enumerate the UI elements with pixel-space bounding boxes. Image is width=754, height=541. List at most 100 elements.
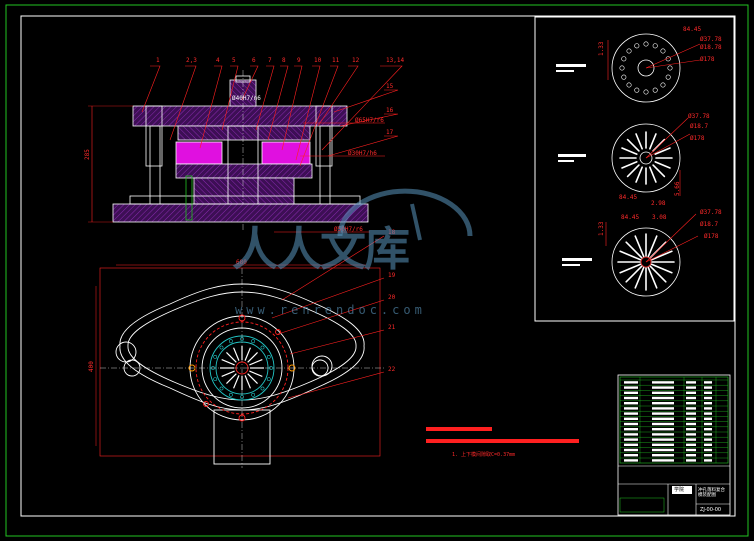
callout-18: 18 bbox=[388, 229, 396, 236]
outer-frame bbox=[5, 4, 749, 537]
tb-cell-text bbox=[704, 396, 712, 400]
tb-cell-text bbox=[652, 443, 674, 446]
tb-cell-text bbox=[704, 402, 712, 405]
tb-cell-text bbox=[704, 428, 712, 431]
inner-frame bbox=[20, 15, 736, 517]
tb-cell-text bbox=[624, 412, 638, 415]
plan-hole bbox=[269, 366, 273, 370]
callout-10: 10 bbox=[314, 57, 322, 64]
tb-cell-text bbox=[704, 412, 712, 415]
tb-cell-text bbox=[652, 402, 674, 405]
callout-1: 1 bbox=[156, 57, 160, 64]
tb-cell-text bbox=[652, 386, 674, 389]
callout-15: 15 bbox=[386, 83, 394, 90]
tb-cell-text bbox=[686, 381, 696, 384]
tb-title: 冲孔落料复合模装配图 bbox=[698, 488, 725, 498]
tb-cell-text bbox=[704, 386, 712, 389]
detail-hole bbox=[643, 89, 649, 95]
callout-4: 4 bbox=[216, 57, 220, 64]
tb-cell-text bbox=[652, 417, 674, 420]
plan-hole bbox=[260, 386, 265, 391]
tb-cell-text bbox=[704, 417, 712, 420]
tb-drawing-no: ZJ-00-00 bbox=[700, 507, 722, 513]
callout-9: 9 bbox=[297, 57, 301, 64]
detail-slot bbox=[654, 147, 671, 155]
detail-slot bbox=[654, 161, 671, 169]
callout-leaders bbox=[141, 65, 403, 233]
tb-cell-text bbox=[652, 412, 674, 415]
tb-cell-text bbox=[704, 391, 712, 394]
tb-cell-text bbox=[624, 433, 638, 436]
tb-company: 学院 bbox=[674, 487, 685, 493]
plan-slot bbox=[221, 370, 235, 377]
dim-height: 285 bbox=[84, 149, 91, 160]
callout-2-3: 2,3 bbox=[186, 57, 197, 64]
tb-cell-text bbox=[686, 386, 696, 389]
tb-cell-text bbox=[686, 454, 696, 457]
plan-slot bbox=[233, 375, 240, 389]
detail-holes bbox=[617, 41, 675, 291]
tech-note: 1. 上下模间隙取C=0.37mm bbox=[452, 452, 516, 458]
callout-17: 17 bbox=[386, 129, 394, 136]
plan-slot bbox=[247, 373, 258, 384]
detail2-dim-5: 5.66 bbox=[674, 181, 681, 196]
detail1-dim-2: Ø18.78 bbox=[700, 44, 722, 51]
plan-hole bbox=[240, 337, 244, 341]
detail-hole bbox=[634, 87, 640, 93]
detail2-dim-1: Ø18.7 bbox=[690, 123, 709, 130]
tb-cell-text bbox=[686, 433, 696, 436]
tb-cell-text bbox=[686, 407, 696, 410]
plan-slot bbox=[244, 347, 251, 361]
detail3-dim-0: 84.45 bbox=[621, 214, 640, 221]
tb-cell-text bbox=[652, 391, 674, 394]
detail-slot bbox=[652, 164, 666, 178]
detail-slot bbox=[619, 250, 642, 261]
tb-cell-text bbox=[652, 381, 674, 384]
plan-hole-ring bbox=[211, 337, 273, 399]
detail3-dim-5: 1.33 bbox=[598, 221, 605, 236]
tb-cell-text bbox=[686, 417, 696, 420]
callout-19: 19 bbox=[388, 272, 396, 279]
tb-cell-text bbox=[704, 459, 712, 462]
callout-13-14: 13,14 bbox=[386, 57, 405, 64]
tb-cell-text bbox=[686, 448, 696, 452]
plan-slot bbox=[226, 352, 237, 363]
callout-16: 16 bbox=[386, 107, 394, 114]
tb-cell-text bbox=[624, 386, 638, 389]
plan-hole bbox=[266, 377, 271, 381]
tb-cell-text bbox=[624, 438, 638, 441]
detail-slot bbox=[649, 133, 657, 150]
tb-cell-text bbox=[624, 448, 638, 452]
dim-top-hole: Ø65H7/r6 bbox=[355, 117, 384, 124]
detail-slot bbox=[625, 265, 643, 283]
tb-cell-text bbox=[704, 407, 712, 410]
detail-hole bbox=[652, 43, 658, 49]
detail1-dim-1: Ø37.78 bbox=[700, 36, 722, 43]
plan-slot bbox=[221, 359, 235, 366]
tb-cell-text bbox=[686, 428, 696, 431]
detail2-dim-4: 2.98 bbox=[651, 200, 666, 207]
detail-slot bbox=[634, 266, 645, 289]
tb-cell-text bbox=[652, 422, 674, 426]
tb-cell-text bbox=[686, 402, 696, 405]
plan-hole bbox=[213, 377, 218, 381]
plan-hole bbox=[240, 395, 244, 399]
detail-slot bbox=[626, 164, 640, 178]
detail-slot bbox=[635, 166, 643, 183]
callout-22: 22 bbox=[388, 366, 396, 373]
tb-cell-text bbox=[652, 407, 674, 410]
plan-slot bbox=[247, 352, 258, 363]
plan-slot bbox=[226, 373, 237, 384]
plan-view bbox=[95, 264, 384, 468]
section-view bbox=[88, 70, 369, 230]
tb-cell-text bbox=[704, 433, 712, 436]
tb-cell-text bbox=[686, 459, 696, 462]
plan-hole bbox=[251, 339, 255, 344]
tech-req-bar-2 bbox=[426, 439, 579, 443]
tb-cell-text bbox=[686, 422, 696, 426]
detail3-dim-3: Ø18.7 bbox=[700, 221, 719, 228]
detail1-dim-3: Ø178 bbox=[700, 56, 715, 63]
detail-hole bbox=[665, 74, 671, 80]
detail-slot bbox=[647, 235, 658, 258]
